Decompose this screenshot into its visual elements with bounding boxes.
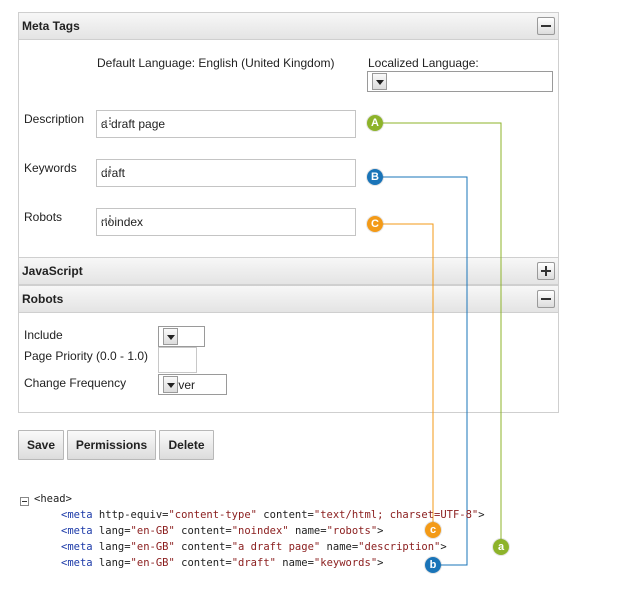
code-l2-attr1: lang= xyxy=(92,525,131,537)
code-l1-attr2: content= xyxy=(256,509,314,521)
javascript-header[interactable]: JavaScript xyxy=(18,257,559,285)
change-frequency-select[interactable]: Never xyxy=(158,374,227,395)
code-l4-val2: "draft" xyxy=(231,557,276,569)
robots-value: noindex xyxy=(101,215,144,229)
code-l2-attr2: content= xyxy=(174,525,232,537)
meta-tags-header[interactable]: Meta Tags xyxy=(18,12,559,40)
save-button[interactable]: Save xyxy=(18,430,64,460)
code-l1-val1: "content-type" xyxy=(168,509,257,521)
code-head-tag: <head> xyxy=(34,493,72,505)
meta-tags-title: Meta Tags xyxy=(22,19,80,33)
chevron-down-icon xyxy=(163,328,178,345)
code-line-1: <meta http-equiv="content-type" content=… xyxy=(61,509,485,521)
localized-language-label: Localized Language: xyxy=(368,56,479,70)
code-l2-val1: "en-GB" xyxy=(130,525,175,537)
robots-header[interactable]: Robots xyxy=(18,285,559,313)
code-l3-val1: "en-GB" xyxy=(130,541,175,553)
code-l1-attr1: http-equiv= xyxy=(92,509,169,521)
code-l4-attr3: name= xyxy=(275,557,314,569)
chevron-down-icon xyxy=(372,73,387,90)
localized-language-select[interactable] xyxy=(367,71,553,92)
description-label: Description xyxy=(24,112,85,126)
keywords-value: draft xyxy=(101,166,126,180)
code-l1-tag: <meta xyxy=(61,509,93,521)
connector-line-a xyxy=(383,122,502,546)
badge-c-lower: c xyxy=(425,522,441,538)
page-priority-label: Page Priority (0.0 - 1.0) xyxy=(24,349,149,363)
code-l4-val1: "en-GB" xyxy=(130,557,175,569)
connector-line-c xyxy=(383,223,434,529)
code-l4-attr2: content= xyxy=(174,557,232,569)
permissions-button[interactable]: Permissions xyxy=(67,430,156,460)
code-line-2: <meta lang="en-GB" content="noindex" nam… xyxy=(61,525,383,537)
code-l2-end: > xyxy=(377,525,384,537)
code-l3-attr1: lang= xyxy=(92,541,131,553)
description-value: a draft page xyxy=(101,117,166,131)
include-label: Include xyxy=(24,328,63,342)
code-l3-val3: "description" xyxy=(358,541,441,553)
page-priority-input[interactable] xyxy=(158,347,197,373)
code-l3-end: > xyxy=(440,541,447,553)
code-l4-val3: "keywords" xyxy=(313,557,378,569)
collapse-code-icon[interactable] xyxy=(20,497,29,506)
keywords-label: Keywords xyxy=(24,161,77,175)
code-l2-val2: "noindex" xyxy=(231,525,289,537)
delete-button[interactable]: Delete xyxy=(159,430,214,460)
robots-label: Robots xyxy=(24,210,63,224)
include-select[interactable]: No xyxy=(158,326,205,347)
code-l3-attr3: name= xyxy=(320,541,359,553)
resize-grip-icon[interactable] xyxy=(101,166,111,174)
badge-b-lower: b xyxy=(425,557,441,573)
code-l4-tag: <meta xyxy=(61,557,93,569)
code-l2-attr3: name= xyxy=(288,525,327,537)
code-line-3: <meta lang="en-GB" content="a draft page… xyxy=(61,541,447,553)
code-l3-tag: <meta xyxy=(61,541,93,553)
robots-title: Robots xyxy=(22,292,64,306)
resize-grip-icon[interactable] xyxy=(101,215,111,223)
code-l4-end: > xyxy=(377,557,384,569)
collapse-robots-button[interactable] xyxy=(537,290,555,308)
code-l4-attr1: lang= xyxy=(92,557,131,569)
code-l1-val2: "text/html; charset=UTF-8" xyxy=(313,509,479,521)
collapse-meta-tags-button[interactable] xyxy=(537,17,555,35)
chevron-down-icon xyxy=(163,376,178,393)
badge-a-lower: a xyxy=(493,539,509,555)
badge-a-upper: A xyxy=(367,115,383,131)
default-language-label: Default Language: English (United Kingdo… xyxy=(97,56,335,70)
badge-c-upper: C xyxy=(367,216,383,232)
keywords-input[interactable]: draft xyxy=(96,159,356,187)
expand-javascript-button[interactable] xyxy=(537,262,555,280)
change-frequency-label: Change Frequency xyxy=(24,376,127,390)
javascript-title: JavaScript xyxy=(22,264,83,278)
code-l1-end: > xyxy=(478,509,485,521)
code-line-4: <meta lang="en-GB" content="draft" name=… xyxy=(61,557,383,569)
minus-icon xyxy=(541,25,551,27)
minus-icon xyxy=(541,298,551,300)
code-l2-tag: <meta xyxy=(61,525,93,537)
code-l2-val3: "robots" xyxy=(326,525,378,537)
description-input[interactable]: a draft page xyxy=(96,110,356,138)
badge-b-upper: B xyxy=(367,169,383,185)
code-head-line: <head> xyxy=(34,493,72,505)
connector-line-b xyxy=(383,176,468,566)
code-l3-attr2: content= xyxy=(174,541,232,553)
robots-input[interactable]: noindex xyxy=(96,208,356,236)
resize-grip-icon[interactable] xyxy=(101,117,111,125)
code-l3-val2: "a draft page" xyxy=(231,541,321,553)
